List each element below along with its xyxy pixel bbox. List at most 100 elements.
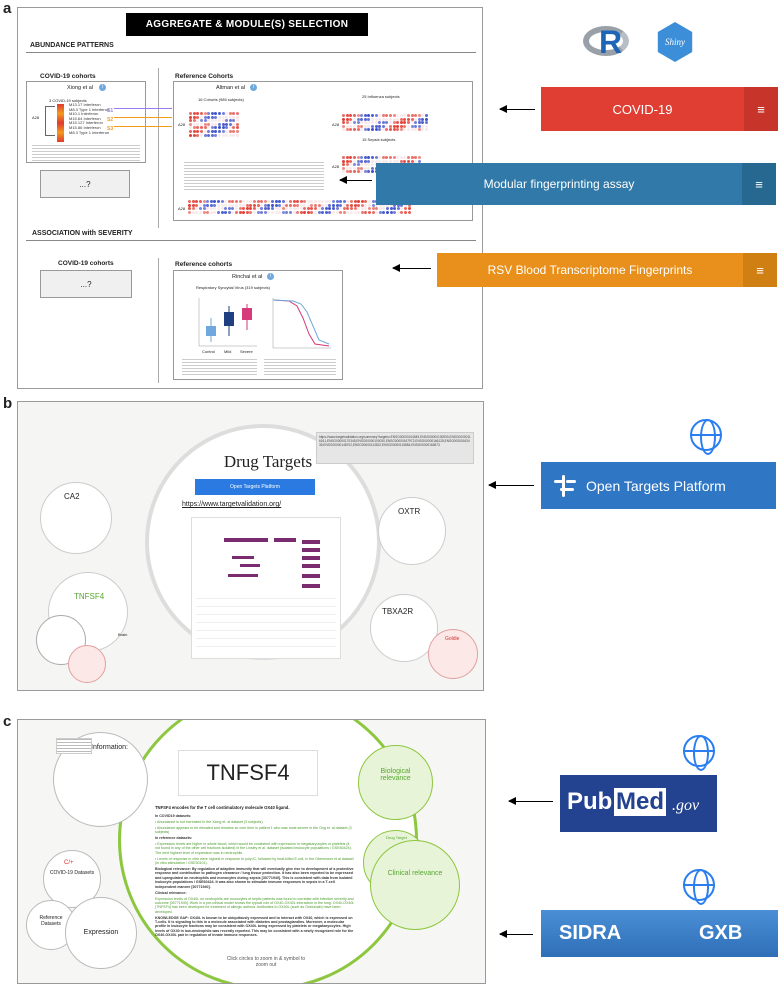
biological-relevance-circle[interactable] (358, 745, 433, 820)
tbxa2r-label: TBXA2R (382, 607, 414, 616)
tnfsf4-label: TNFSF4 (74, 592, 105, 601)
vertical-divider-2 (158, 258, 159, 383)
sepsis-label: 15 Sepsis subjects (362, 137, 396, 142)
summary-paragraph: Biological relevance: By regulation of a… (155, 867, 354, 889)
box-x-label-control: Control (202, 349, 215, 354)
heatmap-16-cohorts (189, 112, 240, 137)
cplus-label: C/+ (64, 860, 74, 866)
vertical-divider (158, 68, 159, 228)
covid-cohorts-heading-2: COVID-19 cohorts (58, 260, 114, 267)
r-logo: R (583, 22, 631, 60)
s3-label: S3 (107, 126, 114, 132)
abundance-patterns-title: ABUNDANCE PATTERNS (30, 42, 114, 49)
hamburger-icon[interactable]: ≡ (742, 163, 776, 205)
summary-paragraph: Clinical relevance: (155, 890, 187, 895)
association-severity-title: ASSOCIATION with SEVERITY (32, 230, 133, 237)
info-icon[interactable]: i (250, 84, 257, 91)
expression-circle[interactable] (65, 897, 137, 969)
arrow-covid (499, 105, 535, 113)
dendrogram (45, 106, 55, 136)
summary-paragraph: • Expression levels are higher in whole … (155, 842, 352, 855)
panel-label-b: b (3, 395, 13, 412)
targetvalidation-link[interactable]: https://www.targetvalidation.org/ (182, 501, 282, 508)
tbxa2r-circle[interactable] (370, 594, 438, 662)
arrow-open-targets (488, 481, 534, 489)
panel-label-c: c (3, 713, 12, 730)
reference-cohorts-heading: Reference Cohorts (175, 73, 234, 80)
panel-label-a: a (3, 0, 12, 17)
information-label: Information: (91, 744, 128, 751)
info-note (56, 738, 92, 754)
arrow-pubmed (508, 797, 553, 805)
panel-c: TNFSF4 TNFSF4 encodes for the T cell cos… (17, 719, 486, 984)
s1-label: S1 (107, 108, 114, 114)
association-divider (26, 240, 476, 241)
summary-paragraph: • Abundance appears to be elevated and r… (155, 825, 352, 835)
aggregate-label: A28 (178, 206, 186, 211)
s2-arrow (114, 117, 172, 118)
abundance-divider (26, 52, 476, 53)
oxtr-label: OXTR (398, 507, 421, 516)
box-x-label-mild: Mild (224, 349, 232, 354)
s1-arrow (114, 108, 172, 109)
url-tooltip: https://www.targetvalidation.org/summary… (316, 432, 474, 464)
reference-datasets-label: Reference Datasets (39, 915, 63, 927)
gene-headline: TNFSF4 encodes for the T cell costimulat… (155, 805, 290, 810)
influenza-label: 25 Influenza subjects (362, 94, 400, 99)
biological-relevance-label: Biological relevance (380, 768, 411, 782)
ca2-circle[interactable] (40, 482, 112, 554)
rinchai-figure[interactable]: Rinchai et al i Respiratory Syncytial Vi… (173, 270, 343, 380)
clinical-relevance-label: Clinical relevance (387, 870, 443, 877)
rsv-subjects-label: Respiratory Syncytial Virus (319 subject… (196, 285, 270, 290)
covid-cohorts-heading: COVID-19 cohorts (40, 73, 96, 80)
globe-icon (690, 419, 722, 455)
panel-b: Drug Targets Open Targets Platform https… (17, 401, 484, 691)
globe-icon (683, 869, 715, 905)
heatmap-influenza (342, 114, 428, 132)
info-icon[interactable]: i (267, 273, 274, 280)
globe-icon (683, 735, 715, 771)
small-circle-red[interactable] (68, 645, 106, 683)
pubmed-logo: Pub Med .gov (560, 775, 717, 832)
reference-cohorts-heading-2: Reference cohorts (175, 261, 233, 268)
clinical-relevance-circle[interactable] (370, 840, 460, 930)
drug-targets-title: Drug Targets (223, 452, 313, 471)
hamburger-icon[interactable]: ≡ (744, 87, 778, 131)
arrow-sidra (499, 930, 533, 938)
gene-summary: In COVID19 datasets:• Abundance is not i… (155, 814, 355, 939)
figure-caption (32, 145, 140, 161)
aggregate-selection-title: AGGREGATE & MODULE(S) SELECTION (126, 13, 368, 36)
rsv-fingerprints-button[interactable]: RSV Blood Transcriptome Fingerprints≡ (437, 253, 777, 287)
open-targets-icon (554, 475, 576, 497)
xiong-figure[interactable]: Xiong et al i 3 COVID-19 subjects A28 M1… (26, 81, 146, 163)
summary-paragraph: • Levels of response in vitro were highe… (155, 856, 354, 866)
summary-paragraph: KNOWLEDGE GAP: OX40L is known to be ubiq… (155, 915, 354, 938)
zoom-hint: Click circles to zoom in & symbol to zoo… (226, 956, 306, 968)
box-x-label-severe: Severe (240, 349, 253, 354)
covid-datasets-label: COVID-19 Datasets (49, 870, 95, 876)
placeholder-box-2[interactable]: ...? (40, 270, 132, 298)
aggregate-label: A28 (332, 122, 340, 127)
survival-curve (272, 298, 331, 349)
shiny-logo: Shiny (657, 22, 693, 62)
xiong-title: Xiong et al (67, 85, 93, 91)
ca2-label: CA2 (64, 492, 80, 501)
drug-target-label: Drug Target (386, 835, 407, 840)
placeholder-box[interactable]: ...? (40, 170, 130, 198)
aggregate-label: A28 (178, 122, 186, 127)
goldie-circle[interactable] (428, 629, 478, 679)
open-targets-logo: Open Targets Platform (541, 462, 776, 509)
figure-caption (184, 162, 324, 192)
hamburger-icon[interactable]: ≡ (743, 253, 777, 287)
aggregate-label: A28 (32, 115, 40, 120)
s3-arrow (114, 126, 172, 127)
gene-title: TNFSF4 (178, 750, 318, 796)
covid-subjects-label: 3 COVID-19 subjects (49, 98, 87, 103)
oxtr-circle[interactable] (378, 497, 446, 565)
summary-paragraph: Expression levels of OX40L on neutrophil… (155, 896, 355, 914)
figure-caption (182, 359, 257, 375)
info-icon[interactable]: i (99, 84, 106, 91)
modular-fingerprinting-button[interactable]: Modular fingerprinting assay≡ (376, 163, 776, 205)
covid-19-button[interactable]: COVID-19≡ (541, 87, 778, 131)
sidra-gxb-logo: SIDRA GXB (541, 910, 778, 957)
